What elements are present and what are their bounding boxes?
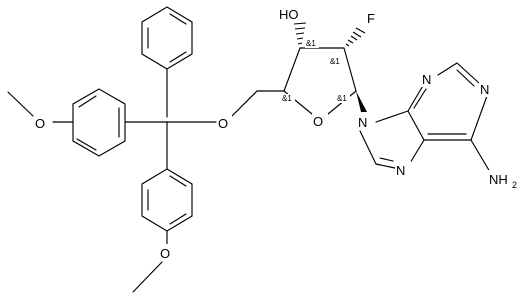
bond-c4-to-c3 bbox=[283, 47, 301, 92]
stereo-label-c1: &1 bbox=[336, 94, 350, 103]
svg-text:N: N bbox=[480, 82, 489, 97]
svg-text:N: N bbox=[396, 163, 405, 178]
svg-text:O: O bbox=[35, 116, 45, 131]
bond-n7-c5 bbox=[409, 139, 425, 164]
atom-f: F bbox=[366, 9, 379, 26]
svg-text:NH: NH bbox=[489, 172, 508, 187]
bond-n1-c6 bbox=[470, 95, 488, 141]
bond-c6-nh2 bbox=[470, 139, 491, 173]
svg-text:2: 2 bbox=[512, 180, 517, 190]
svg-text:HO: HO bbox=[279, 7, 299, 22]
atom-o-ring: O bbox=[312, 112, 328, 129]
bond-methoxy-top-ch3 bbox=[7, 91, 34, 117]
atom-n7: N bbox=[395, 161, 411, 178]
atom-n9: N bbox=[357, 113, 373, 130]
stereo-label-c2: &1 bbox=[329, 57, 343, 66]
atom-nh2: NH 2 bbox=[488, 170, 520, 190]
svg-text:&1: &1 bbox=[330, 57, 340, 66]
bond-c2-to-c1 bbox=[343, 47, 357, 92]
atom-o-methoxy-bottom: O bbox=[159, 244, 175, 261]
bond-c4-n9 bbox=[375, 110, 409, 123]
svg-text:&1: &1 bbox=[282, 94, 292, 103]
atom-ho: HO bbox=[278, 5, 302, 22]
anisyl-ring-left bbox=[72, 88, 126, 157]
svg-text:O: O bbox=[218, 116, 228, 131]
svg-text:&1: &1 bbox=[337, 94, 347, 103]
bond-layer bbox=[7, 6, 491, 293]
svg-text:N: N bbox=[422, 72, 431, 87]
svg-text:F: F bbox=[367, 11, 375, 26]
bond-n9-c8 bbox=[359, 130, 377, 165]
hashed-bond-c2-f bbox=[345, 27, 366, 47]
bond-methoxy-bottom-ch3 bbox=[132, 261, 163, 293]
anisyl-ring-bottom bbox=[141, 168, 193, 232]
bond-ether-o-to-c5 bbox=[231, 90, 258, 117]
stereo-label-c4: &1 bbox=[281, 94, 295, 103]
phenyl-ring-top bbox=[141, 6, 193, 70]
stereo-label-c3: &1 bbox=[305, 39, 319, 48]
bond-c5-c4 bbox=[407, 110, 425, 141]
svg-text:O: O bbox=[160, 246, 170, 261]
bond-c8-n7 bbox=[375, 163, 396, 169]
atom-o-ether: O bbox=[217, 114, 232, 131]
wedge-c1-n9 bbox=[356, 91, 367, 112]
hashed-bond-c3-oh bbox=[293, 22, 307, 45]
svg-text:&1: &1 bbox=[306, 39, 316, 48]
atom-n3: N bbox=[421, 70, 437, 87]
atom-n1: N bbox=[479, 80, 495, 97]
bond-c2-n1 bbox=[456, 62, 480, 84]
svg-text:N: N bbox=[358, 115, 367, 130]
atom-o-methoxy-top: O bbox=[34, 114, 52, 131]
svg-text:O: O bbox=[313, 114, 323, 129]
bond-n3-c2 bbox=[437, 62, 458, 76]
bond-c4-n3 bbox=[407, 83, 425, 112]
